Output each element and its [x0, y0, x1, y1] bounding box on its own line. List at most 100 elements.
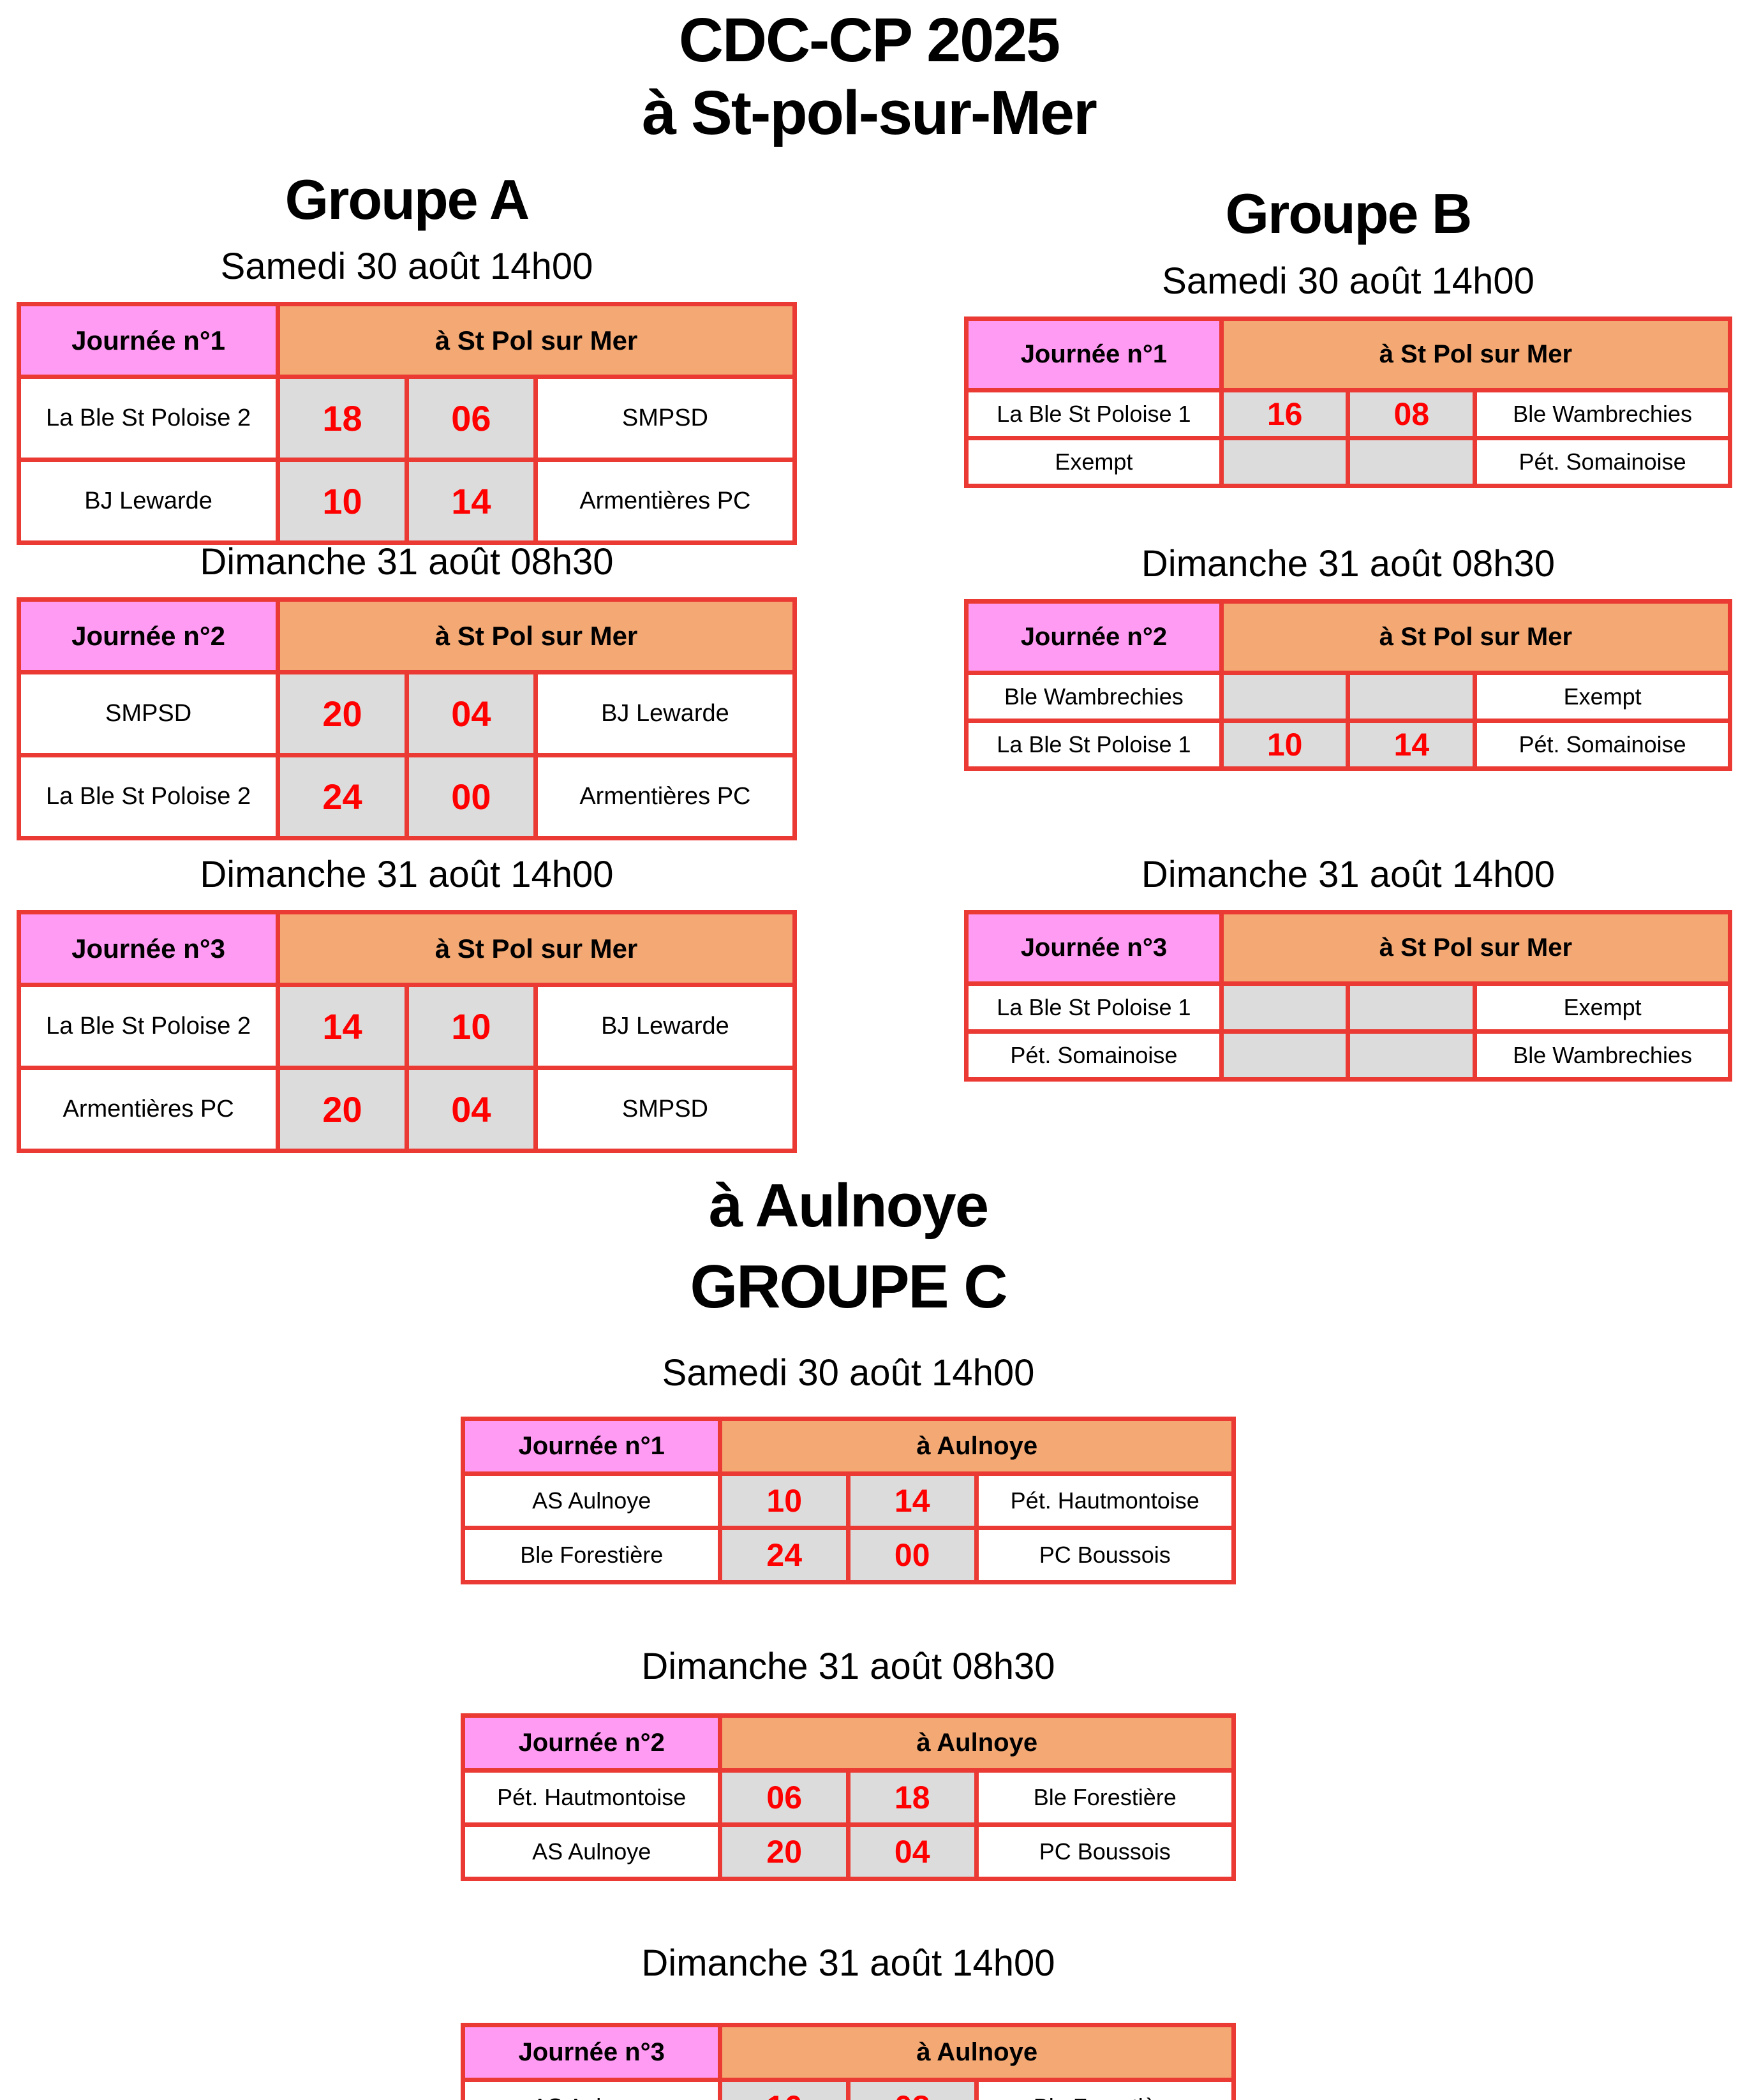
journee-header-cell: Journée n°1 — [964, 316, 1224, 392]
group-b-heading: Groupe B — [1225, 181, 1473, 245]
away-score-cell — [1346, 981, 1478, 1034]
venue-header-cell: à Aulnoye — [718, 1713, 1236, 1773]
home-score-cell: 14 — [276, 983, 409, 1070]
home-team-cell: Ble Wambrechies — [964, 671, 1224, 723]
away-score-cell: 18 — [845, 1768, 979, 1828]
away-team-cell: SMPSD — [533, 375, 798, 462]
home-team-cell: Exempt — [964, 436, 1224, 488]
group-a-session-2: Dimanche 31 août 08h30 Journée n°2 à St … — [16, 540, 798, 853]
date-heading: Samedi 30 août 14h00 — [662, 1352, 1035, 1394]
home-score-cell: 10 — [276, 458, 409, 545]
home-team-cell: AS Aulnoye — [460, 2078, 723, 2100]
page-subtitle-location: à St-pol-sur-Mer — [642, 78, 1097, 148]
table-header-row: Journée n°2 à St Pol sur Mer — [16, 597, 797, 674]
home-team-cell: La Ble St Poloise 1 — [964, 388, 1224, 440]
home-score-cell — [1219, 1029, 1351, 1082]
away-team-cell: PC Boussois — [974, 1526, 1236, 1585]
away-score-cell: 06 — [404, 375, 538, 462]
table-header-row: Journée n°1 à St Pol sur Mer — [16, 302, 797, 379]
match-row: La Ble St Poloise 1 16 08 Ble Wambrechie… — [964, 388, 1732, 440]
away-team-cell: PC Boussois — [974, 1822, 1236, 1882]
match-table: Journée n°3 à St Pol sur Mer La Ble St P… — [964, 910, 1733, 1082]
journee-header-cell: Journée n°3 — [16, 910, 281, 987]
home-team-cell: La Ble St Poloise 2 — [16, 375, 281, 462]
venue-header-cell: à St Pol sur Mer — [1219, 599, 1733, 675]
home-score-cell: 18 — [276, 375, 409, 462]
group-b-session-1: Samedi 30 août 14h00 Journée n°1 à St Po… — [964, 260, 1733, 542]
home-score-cell — [1219, 671, 1351, 723]
away-team-cell: Pét. Somainoise — [1473, 436, 1732, 488]
home-score-cell: 10 — [718, 1471, 850, 1531]
home-score-cell: 16 — [1219, 388, 1351, 440]
table-header-row: Journée n°3 à St Pol sur Mer — [964, 910, 1733, 986]
match-row: SMPSD 20 04 BJ Lewarde — [16, 670, 798, 757]
away-team-cell: Ble Forestière — [974, 2078, 1236, 2100]
match-table: Journée n°1 à St Pol sur Mer La Ble St P… — [16, 302, 798, 545]
home-score-cell: 16 — [718, 2078, 850, 2100]
journee-header-cell: Journée n°3 — [460, 2023, 723, 2083]
match-table: Journée n°2 à St Pol sur Mer Ble Wambrec… — [964, 599, 1733, 771]
away-score-cell — [1346, 671, 1478, 723]
match-row: La Ble St Poloise 1 Exempt — [964, 981, 1732, 1034]
away-team-cell: BJ Lewarde — [533, 983, 798, 1070]
match-row: La Ble St Poloise 2 18 06 SMPSD — [16, 375, 798, 462]
away-team-cell: Ble Forestière — [974, 1768, 1236, 1828]
group-c-session-3: Dimanche 31 août 14h00 Journée n°3 à Aul… — [460, 1942, 1236, 2100]
match-row: Pét. Hautmontoise 06 18 Ble Forestière — [460, 1768, 1236, 1828]
home-team-cell: La Ble St Poloise 2 — [16, 753, 281, 840]
table-header-row: Journée n°1 à Aulnoye — [460, 1417, 1236, 1477]
home-team-cell: La Ble St Poloise 1 — [964, 719, 1224, 771]
away-score-cell: 00 — [404, 753, 538, 840]
venue-header-cell: à St Pol sur Mer — [276, 302, 797, 379]
group-c-section: à Aulnoye GROUPE C Samedi 30 août 14h00 … — [460, 1166, 1236, 2100]
home-team-cell: La Ble St Poloise 1 — [964, 981, 1224, 1034]
match-row: Armentières PC 20 04 SMPSD — [16, 1066, 798, 1153]
venue-header-cell: à St Pol sur Mer — [276, 910, 797, 987]
away-team-cell: Ble Wambrechies — [1473, 1029, 1732, 1082]
home-score-cell: 10 — [1219, 719, 1351, 771]
venue-header-cell: à St Pol sur Mer — [276, 597, 797, 674]
match-row: La Ble St Poloise 2 14 10 BJ Lewarde — [16, 983, 798, 1070]
table-header-row: Journée n°3 à St Pol sur Mer — [16, 910, 797, 987]
date-heading: Samedi 30 août 14h00 — [220, 246, 593, 287]
away-score-cell: 04 — [404, 670, 538, 757]
home-score-cell: 20 — [718, 1822, 850, 1882]
journee-header-cell: Journée n°2 — [964, 599, 1224, 675]
match-table: Journée n°3 à Aulnoye AS Aulnoye 16 08 B… — [460, 2023, 1236, 2100]
match-table: Journée n°2 à Aulnoye Pét. Hautmontoise … — [460, 1713, 1236, 1882]
group-a-column: Groupe A Samedi 30 août 14h00 Journée n°… — [16, 154, 798, 1153]
match-table: Journée n°1 à St Pol sur Mer La Ble St P… — [964, 316, 1733, 488]
home-score-cell: 24 — [718, 1526, 850, 1585]
match-table: Journée n°3 à St Pol sur Mer La Ble St P… — [16, 910, 798, 1153]
home-team-cell: BJ Lewarde — [16, 458, 281, 545]
match-row: La Ble St Poloise 2 24 00 Armentières PC — [16, 753, 798, 840]
match-row: La Ble St Poloise 1 10 14 Pét. Somainois… — [964, 719, 1732, 771]
journee-header-cell: Journée n°1 — [460, 1417, 723, 1477]
away-score-cell: 08 — [845, 2078, 979, 2100]
away-score-cell: 08 — [1346, 388, 1478, 440]
home-score-cell: 06 — [718, 1768, 850, 1828]
away-score-cell — [1346, 436, 1478, 488]
groups-ab-columns: Groupe A Samedi 30 août 14h00 Journée n°… — [0, 154, 1738, 1153]
date-heading: Samedi 30 août 14h00 — [1162, 260, 1534, 302]
away-score-cell: 14 — [1346, 719, 1478, 771]
journee-header-cell: Journée n°1 — [16, 302, 281, 379]
venue-header-cell: à Aulnoye — [718, 2023, 1236, 2083]
match-row: AS Aulnoye 10 14 Pét. Hautmontoise — [460, 1471, 1236, 1531]
date-heading: Dimanche 31 août 08h30 — [1141, 543, 1556, 585]
away-team-cell: BJ Lewarde — [533, 670, 798, 757]
title-block: CDC-CP 2025 à St-pol-sur-Mer — [0, 0, 1738, 154]
group-a-heading: Groupe A — [285, 168, 530, 231]
table-header-row: Journée n°3 à Aulnoye — [460, 2023, 1236, 2083]
home-team-cell: La Ble St Poloise 2 — [16, 983, 281, 1070]
venue-header-cell: à St Pol sur Mer — [1219, 910, 1733, 986]
venue-header-cell: à St Pol sur Mer — [1219, 316, 1733, 392]
table-header-row: Journée n°1 à St Pol sur Mer — [964, 316, 1733, 392]
home-team-cell: Pét. Hautmontoise — [460, 1768, 723, 1828]
match-row: Ble Wambrechies Exempt — [964, 671, 1732, 723]
away-score-cell: 04 — [845, 1822, 979, 1882]
away-team-cell: Pét. Hautmontoise — [974, 1471, 1236, 1531]
group-b-column: Groupe B Samedi 30 août 14h00 Journée n°… — [964, 154, 1733, 1082]
group-a-heading-wrap: Groupe A — [17, 154, 797, 245]
